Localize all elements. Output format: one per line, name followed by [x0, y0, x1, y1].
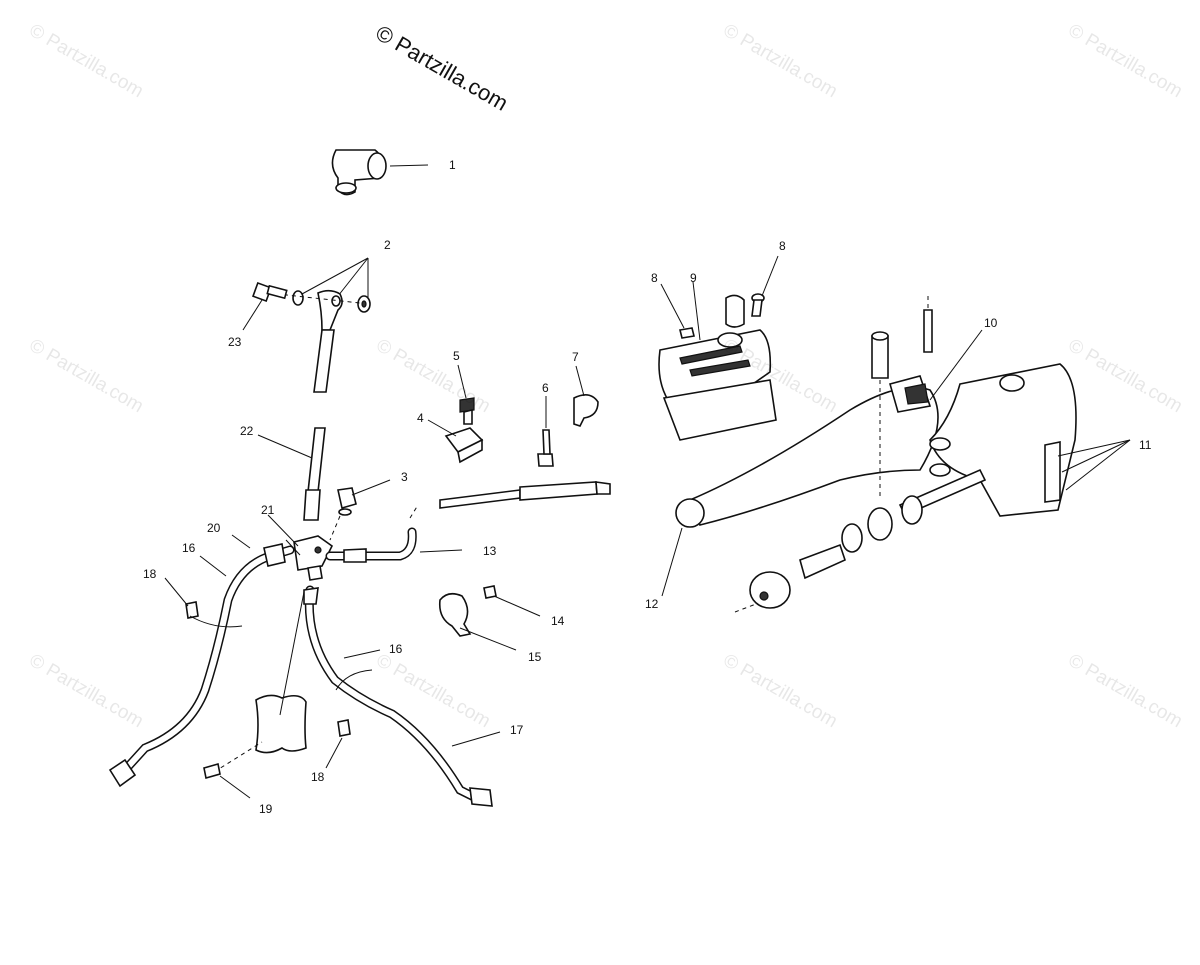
- callout-5: 5: [453, 349, 460, 363]
- part-8-screw-left: [660, 283, 695, 339]
- callout-16-left: 16: [182, 541, 196, 555]
- callout-20: 20: [207, 521, 221, 535]
- part-11-master-cylinder-body: [929, 363, 1131, 517]
- part-19-guard-plate: [203, 591, 307, 799]
- part-16-hose-right: [303, 585, 501, 807]
- part-6-bolt: [537, 396, 554, 467]
- part-13-brake-hose: [325, 481, 611, 563]
- callout-15: 15: [528, 650, 542, 664]
- callout-8-left: 8: [651, 271, 658, 285]
- part-8-screw-right: [751, 255, 779, 317]
- part-21-junction-block: [267, 514, 334, 581]
- callout-12: 12: [645, 597, 659, 611]
- part-1-tee-fitting: [331, 149, 429, 196]
- callout-2: 2: [384, 238, 391, 252]
- callout-23: 23: [228, 335, 242, 349]
- part-20-hose-left: [108, 534, 295, 788]
- part-9-reservoir-cover: [658, 281, 777, 441]
- callout-1: 1: [449, 158, 456, 172]
- callout-22: 22: [240, 424, 254, 438]
- part-18-clip-right: [325, 669, 373, 769]
- part-23-banjo-bolt: [242, 282, 288, 331]
- part-22-brake-line: [257, 329, 335, 521]
- part-2-banjo-washers: [267, 257, 371, 331]
- callout-18-right: 18: [311, 770, 325, 784]
- callout-17: 17: [510, 723, 524, 737]
- callout-6: 6: [542, 381, 549, 395]
- part-4-cable-clip: [427, 419, 484, 464]
- piston-assembly: [734, 468, 987, 613]
- part-14-screw: [483, 585, 541, 617]
- callout-10: 10: [984, 316, 998, 330]
- callout-11: 11: [1139, 438, 1152, 452]
- part-10-pivot-spring: [871, 296, 983, 500]
- callout-21: 21: [261, 503, 275, 517]
- callout-19: 19: [259, 802, 273, 816]
- callout-3: 3: [401, 470, 408, 484]
- callout-9: 9: [690, 271, 697, 285]
- callout-14: 14: [551, 614, 565, 628]
- part-3-brake-switch: [329, 479, 391, 541]
- part-5-screw: [457, 364, 475, 425]
- callout-7: 7: [572, 350, 579, 364]
- part-18-clip-left: [164, 577, 243, 628]
- part-15-clamp: [438, 592, 517, 651]
- callout-16-right: 16: [389, 642, 403, 656]
- part-12-brake-lever: [661, 375, 939, 597]
- callout-4: 4: [417, 411, 424, 425]
- callout-18-left: 18: [143, 567, 157, 581]
- part-7-clamp: [573, 365, 599, 427]
- callout-13: 13: [483, 544, 497, 558]
- callout-8-right: 8: [779, 239, 786, 253]
